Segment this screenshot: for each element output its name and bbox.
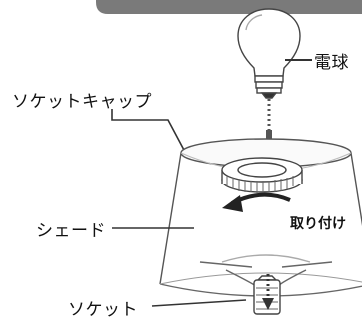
header-band (96, 0, 362, 14)
label-attach: 取り付け (290, 216, 346, 232)
socket-cap-illustration (221, 157, 303, 193)
socket-leader-line (151, 299, 247, 307)
socket-cap-leader-line (111, 109, 186, 153)
label-socket: ソケット (68, 300, 138, 320)
bulb-illustration (237, 8, 301, 99)
label-bulb: 電球 (314, 53, 349, 73)
label-shade: シェード (36, 221, 106, 241)
label-socket-cap: ソケットキャップ (12, 92, 152, 112)
harp-frame-illustration (199, 254, 333, 287)
socket-arrow (262, 298, 274, 310)
rotation-arrowhead (222, 195, 243, 212)
socket-illustration (253, 275, 281, 315)
